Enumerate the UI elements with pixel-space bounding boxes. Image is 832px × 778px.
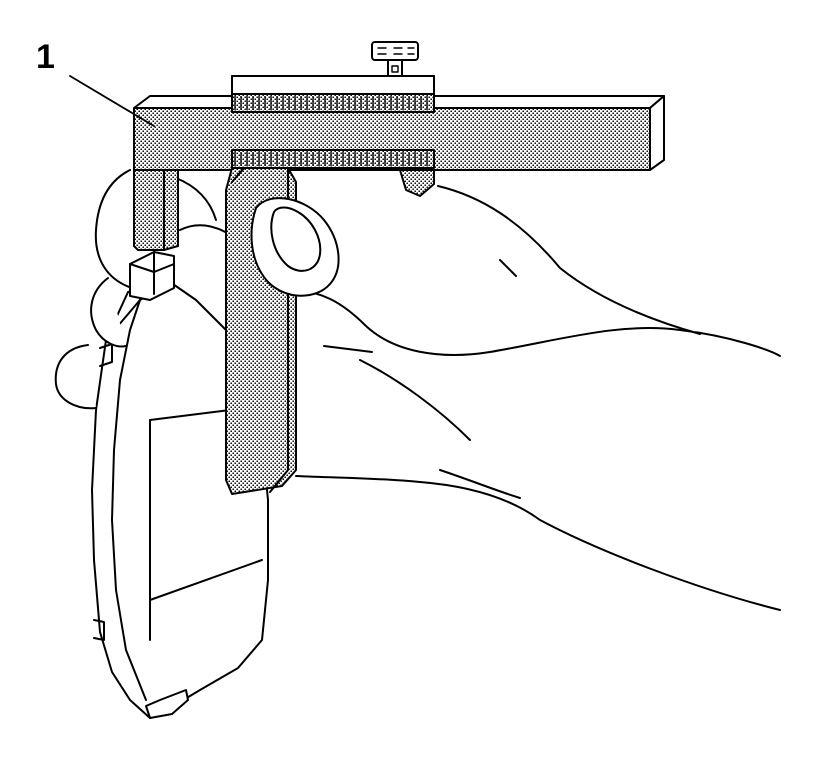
callout-leader-line: [69, 75, 155, 127]
hand-finger-back-3: [54, 344, 97, 410]
callout-number-1: 1: [36, 38, 55, 76]
hand-thumb-overlap: [250, 197, 340, 297]
hand: [54, 169, 781, 611]
hand-thumbnail-front: [270, 206, 322, 272]
brake-pad-clip-top: [99, 343, 113, 367]
caliper-slider-body: [231, 75, 435, 113]
hand-finger-back-2: [90, 277, 127, 348]
brake-pad-inner-edge: [111, 299, 147, 701]
brake-pad-friction-face: [149, 409, 263, 641]
caliper-fixed-jaw: [133, 169, 179, 251]
hand-thumb-crease-2: [499, 259, 517, 277]
hand-wrist: [439, 469, 521, 499]
hand-finger-top: [175, 177, 217, 221]
caliper-slider-ticks-top: [234, 96, 432, 110]
caliper-beam-scale-notch: [399, 169, 435, 197]
caliper-locking-screw: [371, 41, 419, 77]
hand-finger-back-1: [94, 169, 133, 289]
brake-pad-bottom-lip: [145, 689, 189, 719]
brake-pad-sensor-block-edge: [129, 251, 175, 295]
vernier-caliper: [133, 41, 665, 495]
caliper-sliding-jaw-notch: [231, 167, 245, 183]
hand-palm-upper: [437, 185, 701, 335]
hand-knuckle-line: [179, 224, 233, 237]
caliper-beam-end: [649, 95, 665, 171]
brake-pad-side-clip: [93, 619, 105, 641]
hand-palm-fold: [359, 359, 471, 441]
caliper-beam-face: [133, 107, 651, 247]
hand-thumb-crease: [323, 345, 373, 353]
hand-palm-lower: [295, 475, 781, 611]
caliper-beam-ticks: [234, 152, 432, 166]
